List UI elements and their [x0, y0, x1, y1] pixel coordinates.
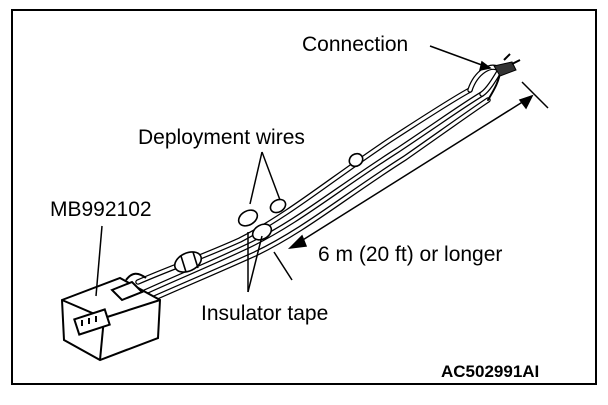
length-dimension	[273, 81, 549, 281]
leader-lines	[95, 45, 492, 297]
deployment-harness	[135, 64, 503, 303]
connection-twist	[493, 53, 521, 77]
label-deployment-wires: Deployment wires	[138, 126, 305, 149]
label-tool-number: MB992102	[50, 198, 152, 221]
figure-frame	[11, 9, 597, 385]
label-length: 6 m (20 ft) or longer	[318, 243, 503, 266]
label-insulator-tape: Insulator tape	[201, 302, 329, 325]
label-connection: Connection	[302, 33, 409, 56]
insulator-tape-wraps	[173, 152, 364, 273]
connector-mb992102	[60, 272, 162, 362]
figure-code: AC502991AI	[441, 362, 540, 381]
